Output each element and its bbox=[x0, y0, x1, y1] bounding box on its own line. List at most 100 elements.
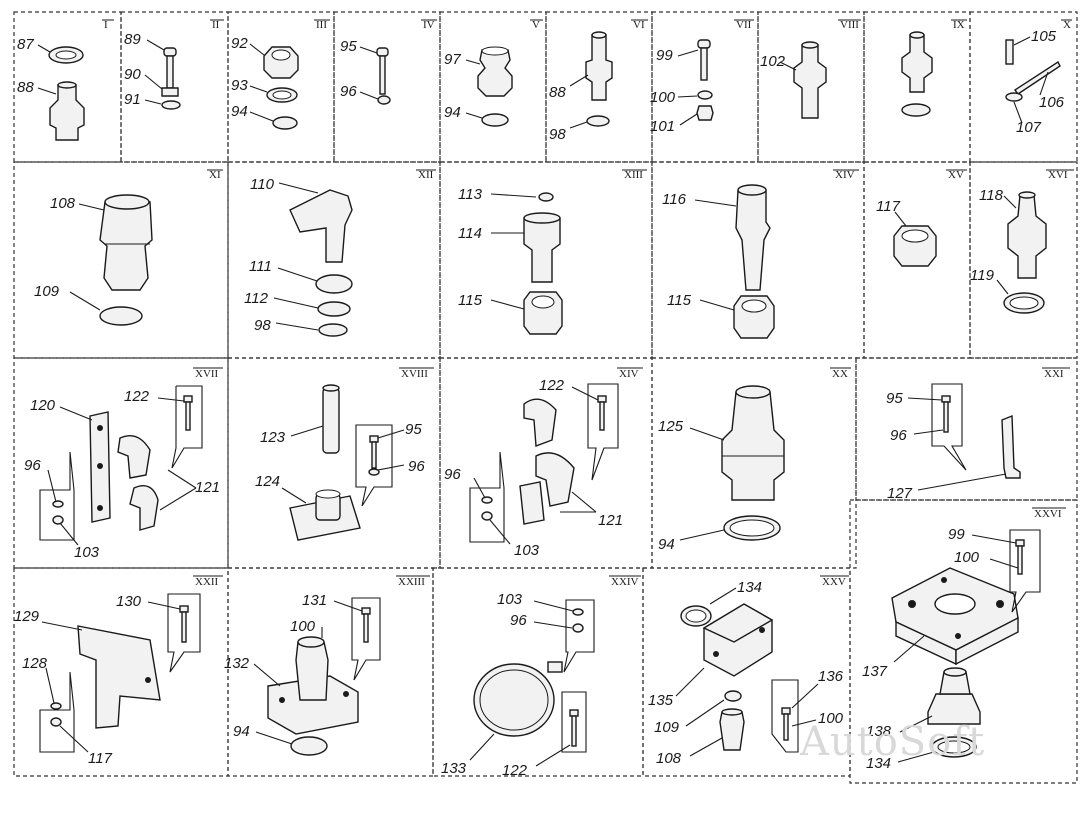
fitting-116 bbox=[735, 189, 771, 291]
elbow-110 bbox=[289, 189, 353, 263]
bolt-head-95 bbox=[376, 47, 389, 57]
callout-92: 92 bbox=[231, 35, 248, 52]
callout-96: 96 bbox=[340, 83, 357, 100]
callout-132: 132 bbox=[224, 655, 250, 672]
svg-text:XI: XI bbox=[209, 169, 221, 181]
numeral-XXIV: XXIV bbox=[609, 575, 641, 588]
fitting bbox=[901, 34, 933, 93]
panel-III: 92 93 94 bbox=[231, 35, 299, 130]
callout-97: 97 bbox=[444, 51, 461, 68]
callout-116: 116 bbox=[662, 191, 687, 208]
callout-95: 95 bbox=[405, 421, 422, 438]
callout-109: 109 bbox=[34, 283, 60, 300]
callout-87: 87 bbox=[17, 36, 34, 53]
callout-121: 121 bbox=[598, 512, 623, 529]
band-133 bbox=[473, 663, 555, 737]
svg-text:XIII: XIII bbox=[624, 169, 643, 181]
panel-XVI: 118 119 bbox=[970, 187, 1047, 314]
callout-110: 110 bbox=[250, 176, 275, 193]
callout-122: 122 bbox=[124, 388, 150, 405]
panel-XV: 117 bbox=[876, 198, 937, 267]
numeral-XIV: XIV bbox=[833, 169, 859, 181]
callout-111: 111 bbox=[249, 258, 272, 275]
callout-108: 108 bbox=[656, 750, 682, 767]
svg-text:XIV: XIV bbox=[619, 368, 639, 380]
callout-133: 133 bbox=[441, 760, 467, 777]
clamp-121a bbox=[117, 435, 151, 479]
panel-VI: 88 98 bbox=[549, 31, 613, 143]
callout-113: 113 bbox=[458, 186, 483, 203]
panel-V: 97 94 bbox=[444, 46, 513, 127]
callout-100: 100 bbox=[818, 710, 844, 727]
callout-134: 134 bbox=[866, 755, 891, 772]
callout-138: 138 bbox=[866, 723, 892, 740]
callout-100: 100 bbox=[650, 89, 676, 106]
bolt-114 bbox=[523, 217, 561, 283]
callout-135: 135 bbox=[648, 692, 674, 709]
fitting-102 bbox=[793, 44, 827, 119]
coupling-97 bbox=[477, 49, 513, 97]
callout-93: 93 bbox=[231, 77, 248, 94]
panel-XXVI: 99 100 137 138 134 bbox=[862, 526, 1041, 772]
numeral-XIV-b: XIV bbox=[617, 367, 643, 380]
numeral-XXVI: XXVI bbox=[1032, 507, 1066, 520]
bolt-95 bbox=[379, 55, 386, 95]
callout-102: 102 bbox=[760, 53, 786, 70]
svg-text:XV: XV bbox=[948, 169, 964, 181]
washer-91 bbox=[161, 100, 181, 110]
callout-103: 103 bbox=[74, 544, 100, 561]
fitting-125 bbox=[721, 391, 785, 501]
panel-XII: 110 111 112 98 bbox=[244, 176, 353, 337]
callout-131: 131 bbox=[302, 592, 327, 609]
callout-91: 91 bbox=[124, 91, 141, 108]
callout-106: 106 bbox=[1039, 94, 1065, 111]
ring-109 bbox=[99, 306, 143, 326]
numeral-V: V bbox=[530, 19, 543, 31]
svg-text:XIV: XIV bbox=[835, 169, 855, 181]
callout-94: 94 bbox=[658, 536, 675, 553]
callout-98: 98 bbox=[549, 126, 566, 143]
callout-137: 137 bbox=[862, 663, 888, 680]
callout-99: 99 bbox=[656, 47, 673, 64]
callout-101: 101 bbox=[650, 118, 675, 135]
callout-94: 94 bbox=[231, 103, 248, 120]
callout-127: 127 bbox=[887, 485, 913, 502]
callout-109: 109 bbox=[654, 719, 680, 736]
svg-text:VII: VII bbox=[736, 19, 752, 31]
ring-94 bbox=[272, 116, 298, 130]
bolt-head-89 bbox=[163, 47, 177, 57]
callout-96: 96 bbox=[890, 427, 907, 444]
svg-text:XXIII: XXIII bbox=[398, 576, 425, 588]
panel-XVIII: 123 95 96 124 bbox=[255, 384, 425, 541]
numeral-XVIII: XVIII bbox=[399, 367, 434, 380]
callout-114: 114 bbox=[458, 225, 482, 242]
callout-121: 121 bbox=[195, 479, 220, 496]
callout-120: 120 bbox=[30, 397, 56, 414]
nut-111 bbox=[315, 274, 353, 294]
callout-94: 94 bbox=[444, 104, 461, 121]
clamp-121b bbox=[129, 485, 159, 531]
union-fitting-88 bbox=[49, 84, 85, 141]
panel-XXI: 95 96 127 bbox=[886, 383, 1021, 502]
panel-VIII: 102 bbox=[760, 41, 827, 119]
panel-XXV: 134 135 109 136 100 108 bbox=[648, 579, 844, 767]
panel-XIII: 113 114 115 bbox=[458, 186, 563, 335]
panel-XXII: 130 129 128 117 bbox=[14, 593, 201, 767]
numeral-XVI: XVI bbox=[1046, 169, 1074, 181]
panel-VII: 99 100 101 bbox=[650, 39, 714, 135]
washer-112 bbox=[317, 301, 351, 317]
svg-text:XX: XX bbox=[832, 368, 848, 380]
numeral-XVII: XVII bbox=[193, 367, 223, 380]
panel-I: 87 88 bbox=[17, 36, 85, 141]
callout-124: 124 bbox=[255, 473, 280, 490]
panel-XIV-b: 122 96 121 103 bbox=[444, 377, 623, 559]
svg-text:XXI: XXI bbox=[1044, 368, 1064, 380]
svg-text:XXII: XXII bbox=[195, 576, 219, 588]
callout-117: 117 bbox=[876, 198, 901, 215]
svg-text:XVII: XVII bbox=[195, 368, 219, 380]
callout-100: 100 bbox=[290, 618, 316, 635]
callout-136: 136 bbox=[818, 668, 844, 685]
panel-XXIV: 103 96 133 122 bbox=[441, 591, 595, 779]
ring-98 bbox=[586, 115, 610, 127]
